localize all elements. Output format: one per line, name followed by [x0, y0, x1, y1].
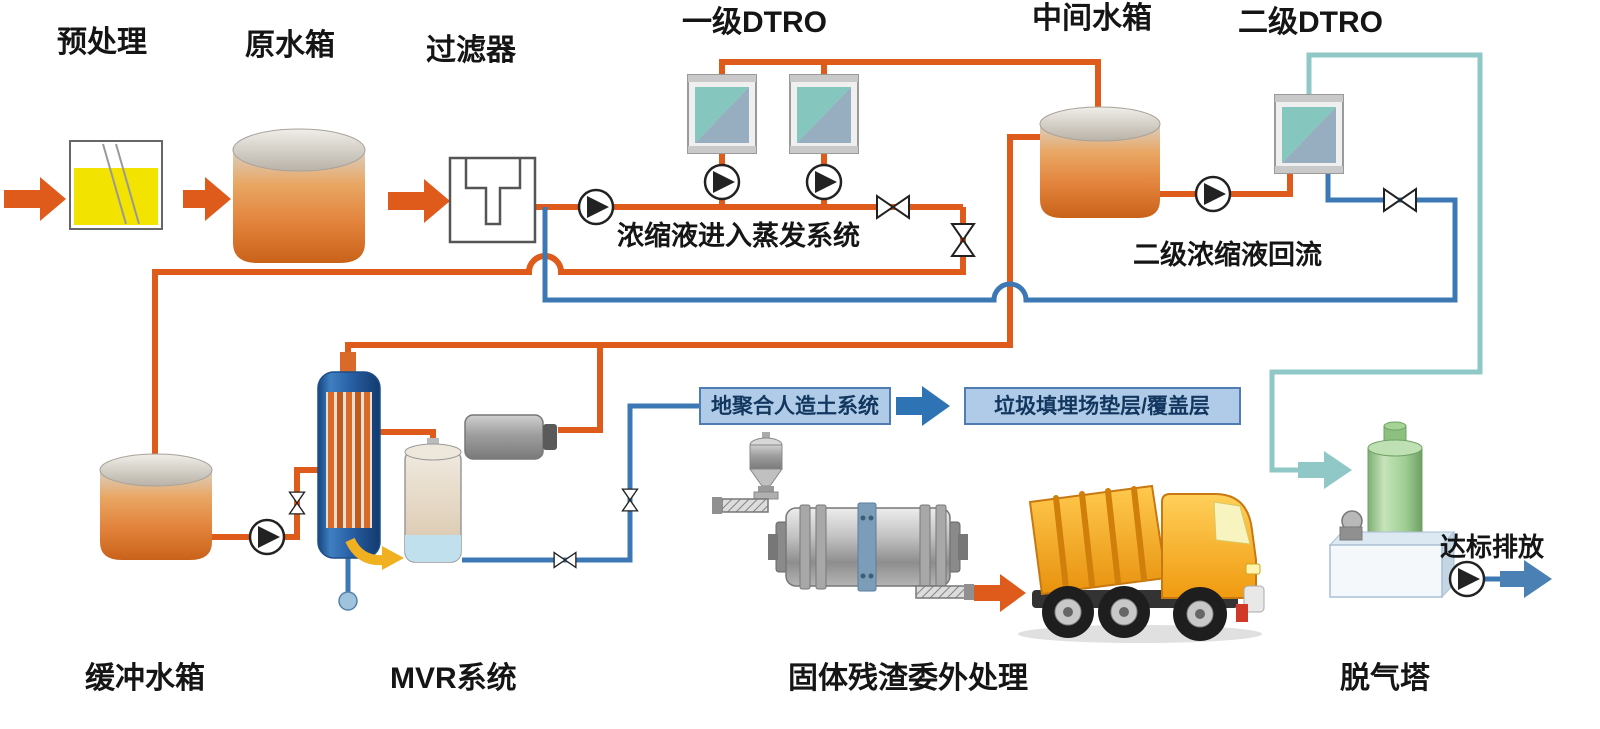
truck-headlight: [1245, 563, 1261, 575]
stage2-reflux-pipe: [542, 170, 1458, 303]
truck-windshield: [1213, 501, 1251, 545]
feed-arrow-1: [4, 177, 66, 221]
truck-bumper: [1243, 585, 1265, 613]
discharge-arrow: [1500, 560, 1552, 598]
degassing-tower: [1328, 421, 1456, 599]
discharge-label: 达标排放: [1440, 532, 1545, 562]
feed-screw-conveyor: [721, 498, 769, 513]
mvr-outlet-valve-icon: [553, 551, 577, 569]
pretreatment-label: 预处理: [57, 26, 147, 59]
stage2-feed-pump-icon: [1194, 175, 1232, 213]
clean-water-arrow: [1298, 451, 1352, 489]
truck-cab: [1161, 493, 1257, 599]
dtro-stage1-label: 一级DTRO: [682, 6, 827, 39]
drain-ball: [338, 591, 358, 611]
feed-arrows: [4, 177, 1026, 612]
stage2-permeate-pipe: [1269, 52, 1483, 473]
dtro1-header-pipe: [719, 59, 1101, 118]
dtro1b-pump-icon: [805, 163, 843, 201]
feed-arrow-3: [388, 179, 450, 223]
clean-water-pipes: [1269, 52, 1483, 473]
feeder-hopper: [712, 432, 783, 514]
pretreatment-unit: [69, 140, 163, 230]
degas-tower-label: 脱气塔: [1340, 662, 1431, 695]
landfill-layer-label: 垃圾填埋场垫层/覆盖层: [994, 394, 1210, 418]
truck-wheels: [1042, 586, 1227, 641]
reflux-note-label: 二级浓缩液回流: [1133, 239, 1322, 270]
dtro-unit-1b: [789, 74, 859, 154]
landfill-layer-box: 垃圾填埋场垫层/覆盖层: [964, 387, 1241, 425]
evaporator-valve-icon: [951, 223, 975, 257]
geo-to-landfill-arrow: [896, 386, 950, 426]
dtro-unit-1a: [687, 74, 757, 154]
feed-pump-icon: [577, 188, 615, 226]
rotary-dryer: [768, 502, 974, 600]
geo-line-valve-icon: [621, 488, 639, 512]
filter-label: 过滤器: [426, 34, 517, 67]
dtro-stage2-label: 二级DTRO: [1238, 6, 1383, 39]
mvr-condensate-pipe: [558, 134, 1042, 433]
dtro-unit-2: [1274, 94, 1344, 174]
buffer-tank: [99, 453, 213, 560]
concentrate-valve-icon: [876, 195, 910, 219]
raw-tank-label: 原水箱: [245, 29, 335, 62]
filter-unit: [448, 156, 537, 244]
permeate-pipes: [345, 170, 1500, 592]
buffer-tank-label: 缓冲水箱: [85, 662, 205, 695]
concentrate-note-label: 浓缩液进入蒸发系统: [617, 220, 860, 251]
geo-system-box: 地聚合人造土系统: [699, 387, 891, 425]
mvr-separator-vessel: [404, 438, 462, 563]
mvr-compressor: [464, 414, 557, 460]
residue-arrow: [974, 574, 1026, 612]
vapor-arrow-head: [382, 546, 404, 570]
discharge-pump-icon: [1448, 560, 1486, 598]
buffer-outlet-valve-icon: [288, 491, 306, 515]
reflux-valve-icon: [1383, 188, 1417, 212]
mid-tank-label: 中间水箱: [1032, 2, 1152, 35]
solid-residue-label: 固体残渣委外处理: [788, 662, 1028, 695]
intermediate-tank: [1039, 106, 1161, 218]
buffer-pump-icon: [248, 518, 286, 556]
discharge-screw-conveyor: [915, 585, 971, 599]
raw-water-tank: [232, 128, 366, 263]
mvr-system-label: MVR系统: [390, 661, 517, 695]
mvr-column-top-pipe: [345, 342, 600, 366]
dtro1a-pump-icon: [703, 163, 741, 201]
mvr-evaporator-column: [317, 352, 404, 611]
feed-arrow-2: [183, 177, 231, 221]
vapor-arrow: [345, 537, 385, 566]
mvr-product-pipe: [462, 403, 700, 563]
dump-truck: [1018, 484, 1265, 643]
geo-system-label: 地聚合人造土系统: [711, 394, 879, 418]
